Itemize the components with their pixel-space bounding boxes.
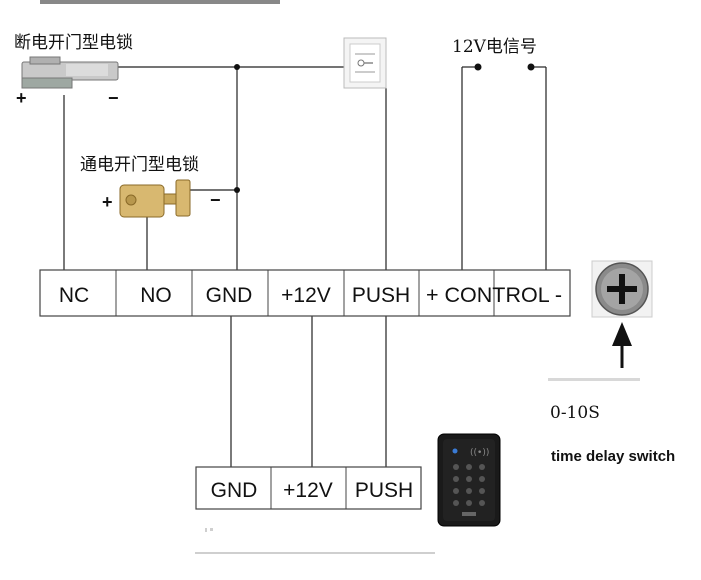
terminal-control: + CONTROL - — [426, 284, 562, 307]
reader-terminal-12v: +12V — [283, 479, 333, 502]
reader-terminal-gnd: GND — [211, 479, 258, 502]
bottom-artifacts — [195, 528, 435, 554]
controller-terminal-block — [39, 269, 571, 317]
svg-text:((•)): ((•)) — [470, 448, 489, 458]
wire-junctions — [234, 63, 535, 193]
lock2-minus-sign: − — [210, 190, 221, 210]
arrow-up-icon — [612, 322, 632, 368]
delay-range-label: 0-10S — [550, 403, 600, 423]
terminal-no: NO — [140, 284, 172, 307]
wires — [63, 66, 547, 467]
watermark-remnant — [40, 0, 280, 4]
reader-terminal-block — [195, 466, 422, 510]
terminal-gnd: GND — [206, 284, 253, 307]
lock1-minus-sign: − — [108, 88, 119, 108]
signal-12v-label: 12V电信号 — [452, 37, 537, 57]
keypad-reader-icon: ((•)) — [437, 433, 501, 527]
scan-artifact — [548, 378, 640, 381]
exit-button-icon — [343, 37, 387, 89]
power-on-lock-label: 通电开门型电锁 — [80, 155, 199, 175]
terminal-push: PUSH — [352, 284, 410, 307]
terminal-nc: NC — [59, 284, 89, 307]
lock1-plus-sign: + — [16, 88, 27, 108]
reader-terminal-push: PUSH — [355, 479, 413, 502]
plus-knob-icon — [591, 260, 653, 318]
power-off-lock-icon — [21, 56, 119, 89]
lock2-plus-sign: + — [102, 192, 113, 212]
delay-switch-label: time delay switch — [551, 448, 675, 465]
power-off-lock-label: 断电开门型电锁 — [14, 33, 133, 53]
power-on-lock-icon — [119, 179, 191, 218]
terminal-12v: +12V — [281, 284, 331, 307]
